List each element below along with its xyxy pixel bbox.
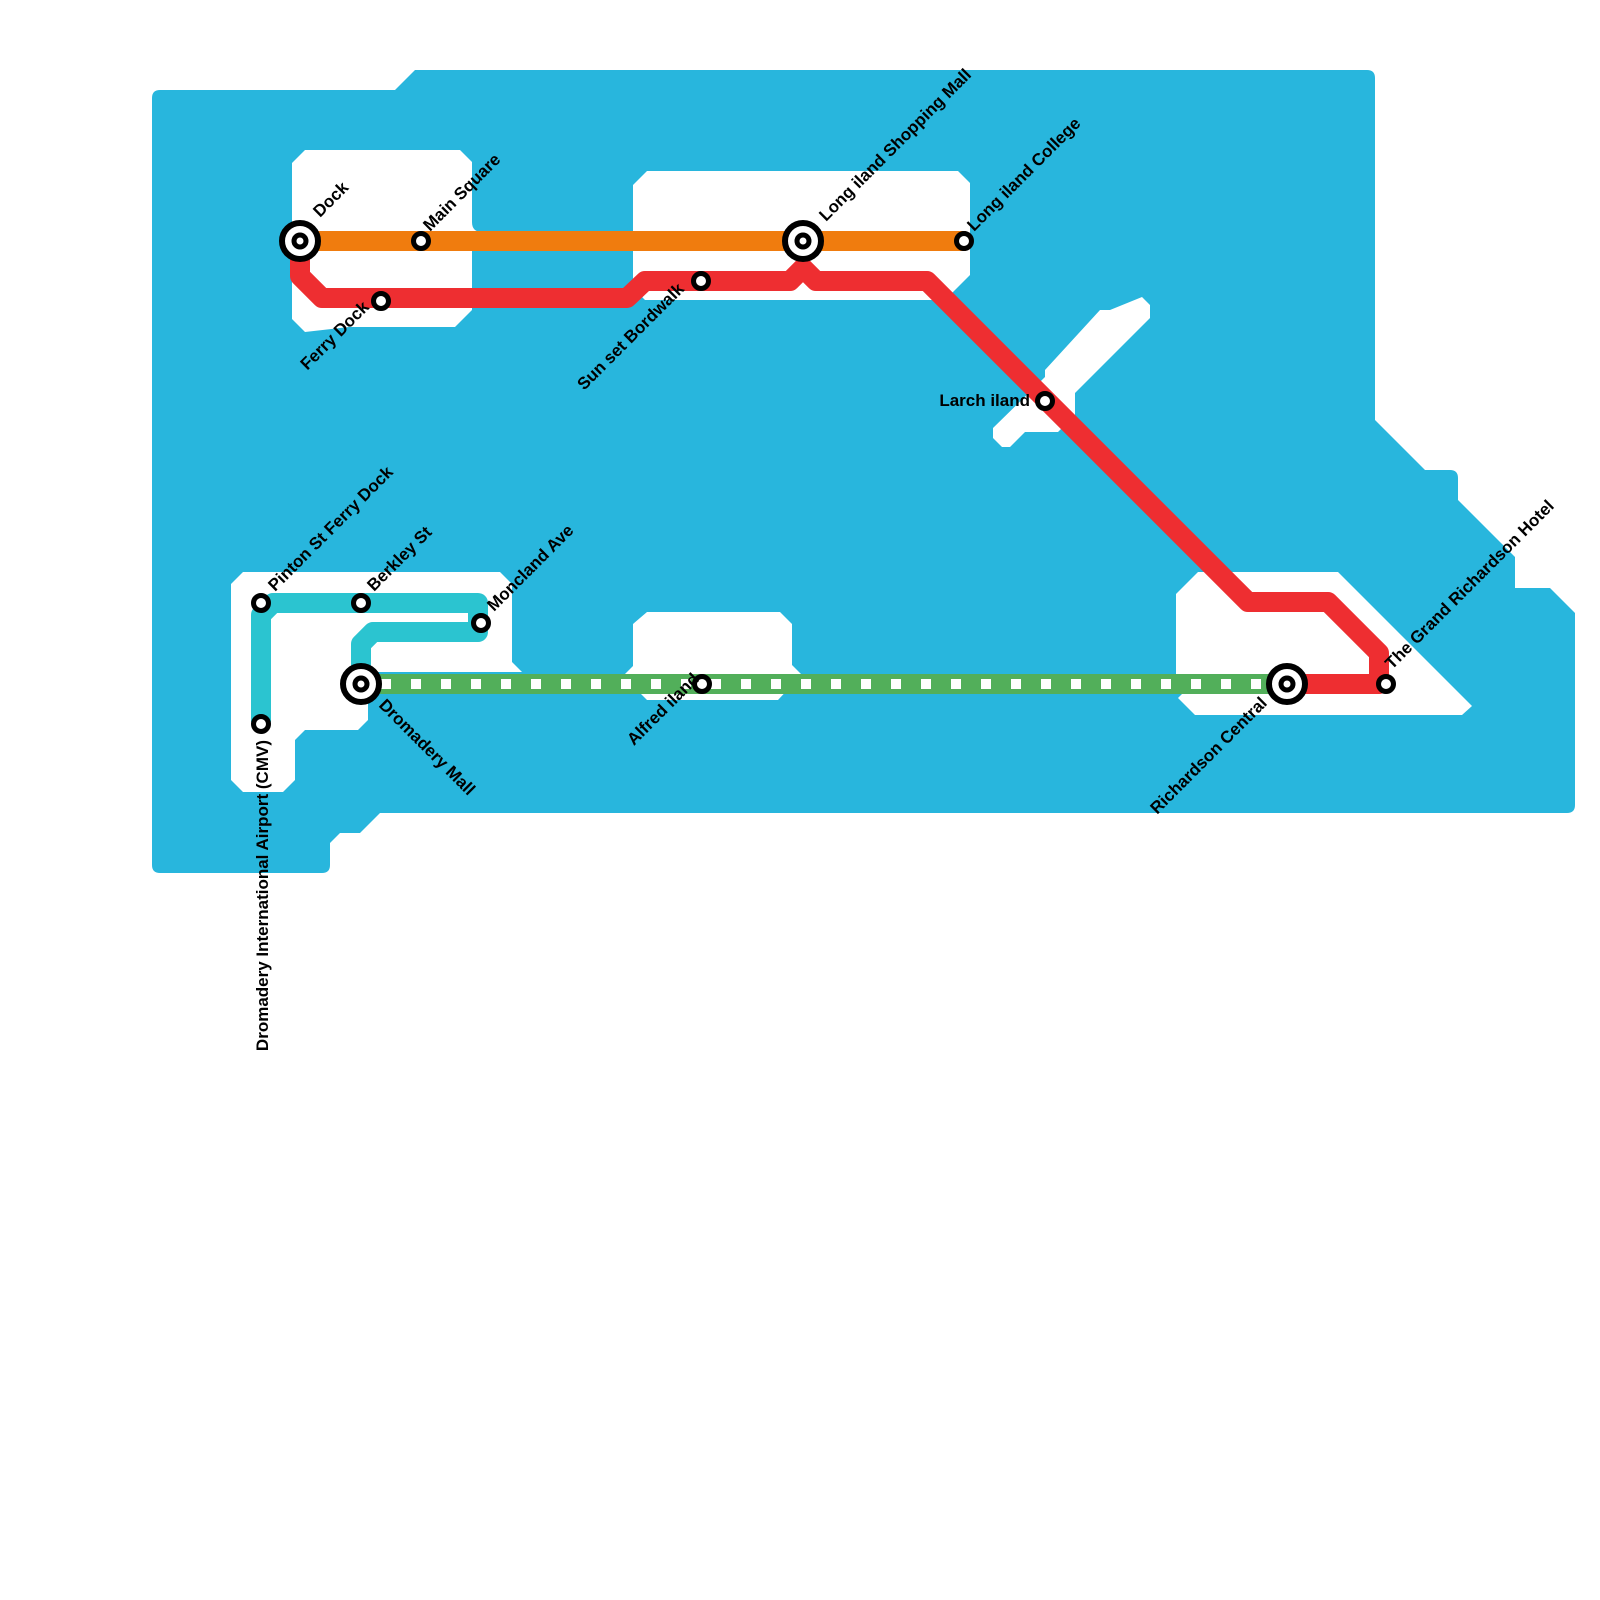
interchange-inner-ring xyxy=(794,232,812,250)
station-moncland-ave[interactable] xyxy=(471,613,491,633)
channel-dock-2 xyxy=(472,252,632,290)
station-richardson-central[interactable] xyxy=(1266,663,1308,705)
island-larch xyxy=(993,297,1150,447)
station-main-square[interactable] xyxy=(411,231,431,251)
station-dromadery-international-airport-cmv[interactable] xyxy=(251,714,271,734)
label-airport: Dromadery International Airport (CMV) xyxy=(253,740,272,1051)
channel-dock-1 xyxy=(472,150,632,230)
station-marker xyxy=(251,593,271,613)
station-marker xyxy=(351,593,371,613)
station-ferry-dock[interactable] xyxy=(371,291,391,311)
station-sun-set-bordwalk[interactable] xyxy=(691,271,711,291)
station-marker xyxy=(251,714,271,734)
stations xyxy=(251,220,1396,734)
station-dromadery-mall[interactable] xyxy=(340,663,382,705)
station-dock[interactable] xyxy=(279,220,321,262)
station-marker xyxy=(1376,674,1396,694)
station-marker xyxy=(692,674,712,694)
station-the-grand-richardson-hotel[interactable] xyxy=(1376,674,1396,694)
interchange-inner-ring xyxy=(352,675,370,693)
station-long-iland-college[interactable] xyxy=(954,231,974,251)
channels xyxy=(472,150,632,290)
interchange-inner-ring xyxy=(291,232,309,250)
station-marker xyxy=(371,291,391,311)
station-marker xyxy=(954,231,974,251)
interchange-inner-ring xyxy=(1278,675,1296,693)
label-larch-iland: Larch iland xyxy=(939,391,1030,410)
station-berkley-st[interactable] xyxy=(351,593,371,613)
station-long-iland-shopping-mall[interactable] xyxy=(782,220,824,262)
station-marker xyxy=(691,271,711,291)
station-alfred-iland[interactable] xyxy=(692,674,712,694)
station-marker xyxy=(411,231,431,251)
station-pinton-st-ferry-dock[interactable] xyxy=(251,593,271,613)
station-marker xyxy=(471,613,491,633)
station-marker xyxy=(1035,391,1055,411)
station-larch-iland[interactable] xyxy=(1035,391,1055,411)
